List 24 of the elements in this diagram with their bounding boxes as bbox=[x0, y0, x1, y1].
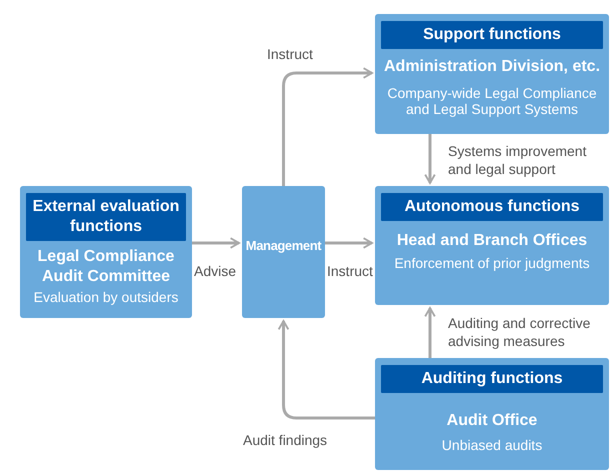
box-subtitle: Enforcement of prior judgments bbox=[394, 255, 590, 271]
arrow bbox=[192, 237, 240, 249]
function-box bbox=[20, 186, 192, 318]
division-title: Administration Division, etc. bbox=[384, 57, 600, 77]
arrow bbox=[325, 237, 373, 249]
box-title: Management bbox=[246, 238, 322, 253]
box-subtitle: Evaluation by outsiders bbox=[34, 289, 178, 305]
arrow bbox=[424, 307, 436, 358]
committee-title: Legal Compliance Audit Committee bbox=[36, 247, 176, 287]
function-header: Support functions bbox=[381, 21, 603, 49]
office-title: Audit Office bbox=[446, 411, 538, 431]
function-box bbox=[375, 358, 609, 470]
box-subtitle: Company-wide Legal Compliance and Legal Support Systems bbox=[386, 85, 598, 117]
arrow bbox=[278, 320, 375, 420]
management-box bbox=[242, 186, 325, 318]
office-title: Head and Branch Offices bbox=[396, 231, 588, 251]
function-header: Auditing functions bbox=[381, 365, 603, 393]
arrow bbox=[424, 134, 436, 184]
function-header: Autonomous functions bbox=[381, 193, 603, 221]
box-subtitle: Unbiased audits bbox=[442, 437, 542, 453]
arrow bbox=[282, 67, 373, 186]
function-header: External evaluation functions bbox=[26, 193, 186, 241]
function-box bbox=[375, 14, 609, 134]
function-box bbox=[375, 186, 609, 305]
